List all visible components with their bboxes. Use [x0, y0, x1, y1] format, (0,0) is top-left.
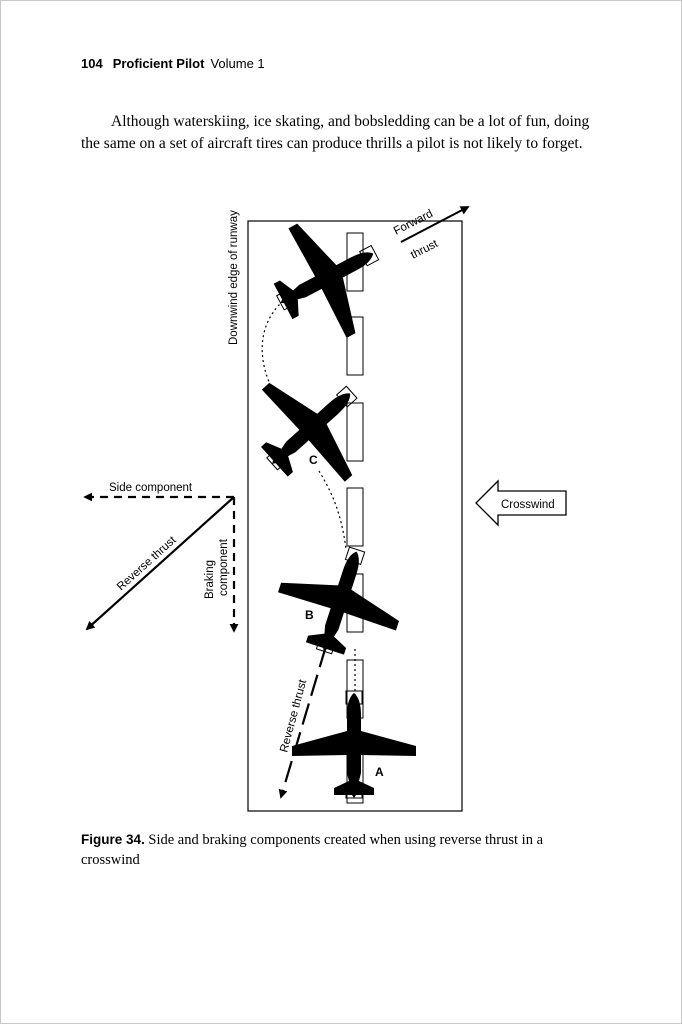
reverse-thrust-runway-arrow: [278, 645, 328, 799]
page-number: 104: [81, 56, 103, 71]
aircraft-b: [264, 529, 417, 671]
skid-path: [318, 470, 347, 550]
caption-text: Side and braking components created when…: [81, 832, 544, 868]
crosswind-arrow: [475, 479, 567, 527]
figure-caption: Figure 34. Side and braking components c…: [81, 830, 601, 870]
runway-outline: [247, 220, 463, 812]
centerline-stripe: [346, 402, 364, 462]
forward-label: Forward: [392, 208, 435, 238]
aircraft-top: [250, 197, 405, 359]
plane-label-c: C: [309, 453, 318, 467]
braking-label: Braking: [204, 560, 216, 599]
centerline-stripe: [346, 487, 364, 547]
book-title: Proficient Pilot: [112, 56, 205, 71]
runway-edge-label: Downwind edge of runway: [228, 210, 240, 345]
reverse-thrust-vector-label: Reverse thrust: [115, 534, 179, 593]
crosswind-label: Crosswind: [501, 499, 555, 511]
component-label: component: [218, 538, 230, 596]
thrust-label: thrust: [409, 238, 441, 262]
reverse-thrust-vector-arrow: [85, 496, 235, 631]
volume-label: Volume 1: [210, 56, 265, 71]
running-header: 104 Proficient Pilot Volume 1: [81, 56, 265, 71]
plane-label-a: A: [375, 765, 384, 779]
body-paragraph: Although waterskiing, ice skating, and b…: [81, 113, 590, 152]
skid-path: [261, 300, 284, 387]
forward-thrust-arrow: [400, 206, 470, 243]
aircraft-c: [230, 345, 394, 511]
side-component-label: Side component: [109, 482, 193, 494]
caption-label: Figure 34.: [81, 832, 145, 847]
aircraft-a: [291, 690, 417, 799]
plane-label-b: B: [305, 608, 314, 622]
